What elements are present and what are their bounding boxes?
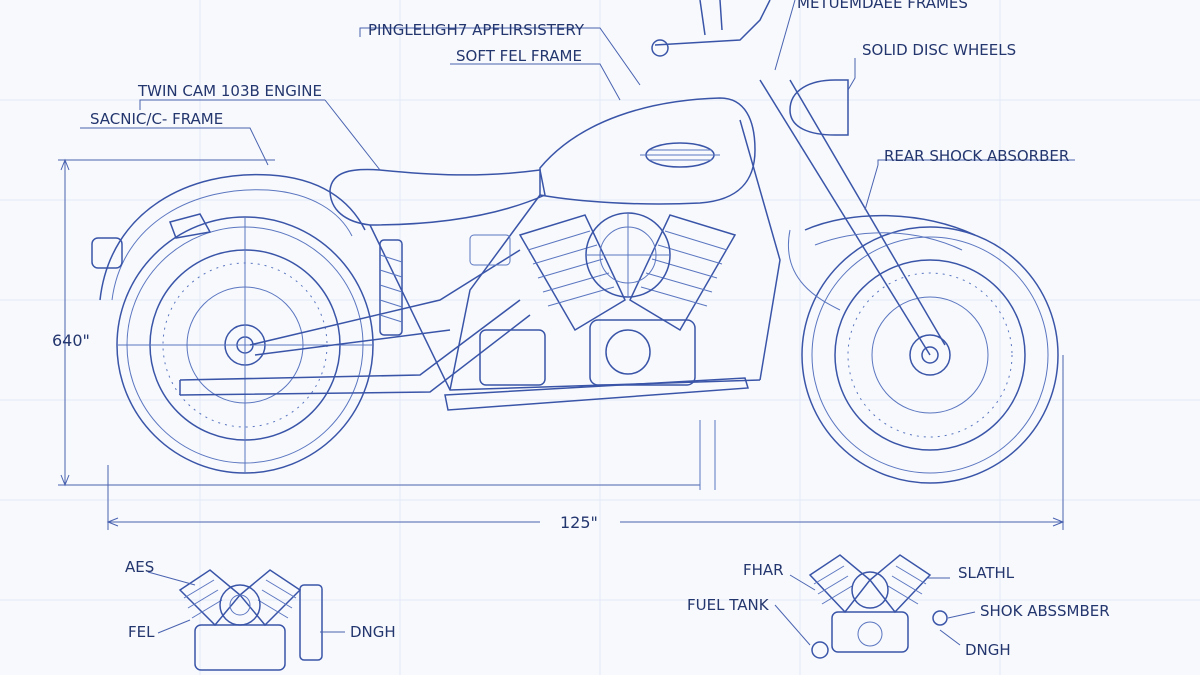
detail-engine-right: [774, 554, 976, 659]
label-fhar: FHAR: [743, 561, 784, 579]
front-end: [651, 0, 976, 356]
callout-leaders: [80, 0, 1075, 211]
height-label: 640": [52, 331, 90, 350]
label-fuel-tank: FUEL TANK: [687, 596, 770, 614]
height-dimension: 640": [52, 158, 700, 487]
seat: [329, 168, 546, 226]
rear-wheel: [116, 216, 374, 474]
label-solid-disc-wheels: SOLID DISC WHEELS: [862, 41, 1016, 59]
rear-fender: [99, 173, 366, 301]
label-aes: AES: [125, 558, 154, 576]
front-wheel: [801, 226, 1059, 484]
exhaust: [179, 299, 749, 411]
length-dimension: 125": [106, 355, 1065, 532]
rear-shock: [379, 239, 403, 336]
detail-engine-left: [147, 569, 345, 671]
rear-turn-signal: [169, 213, 212, 239]
length-label: 125": [560, 513, 598, 532]
label-soft-fel-frame: SOFT FEL FRAME: [456, 47, 582, 65]
fuel-tank: [539, 97, 756, 205]
label-dngh-right: DNGH: [965, 641, 1011, 659]
label-sacnic-frame: SACNIC/C- FRAME: [90, 110, 223, 128]
headlight: [789, 79, 849, 136]
engine: [469, 212, 737, 386]
label-rear-shock-absorber: REAR SHOCK ABSORBER: [884, 147, 1069, 165]
label-dngh-left: DNGH: [350, 623, 396, 641]
label-pinglelight: PINGLELIGH7 APFLIRSISTERY: [368, 21, 585, 39]
label-top-frames: METUEMDAEE FRAMES: [797, 0, 968, 12]
label-twin-cam-engine: TWIN CAM 103B ENGINE: [137, 82, 322, 100]
label-fel: FEL: [128, 623, 155, 641]
frame: [249, 119, 781, 391]
label-slathl: SLATHL: [958, 564, 1015, 582]
rear-light: [91, 237, 123, 269]
label-shok-absmber: SHOK ABSSMBER: [980, 602, 1110, 620]
